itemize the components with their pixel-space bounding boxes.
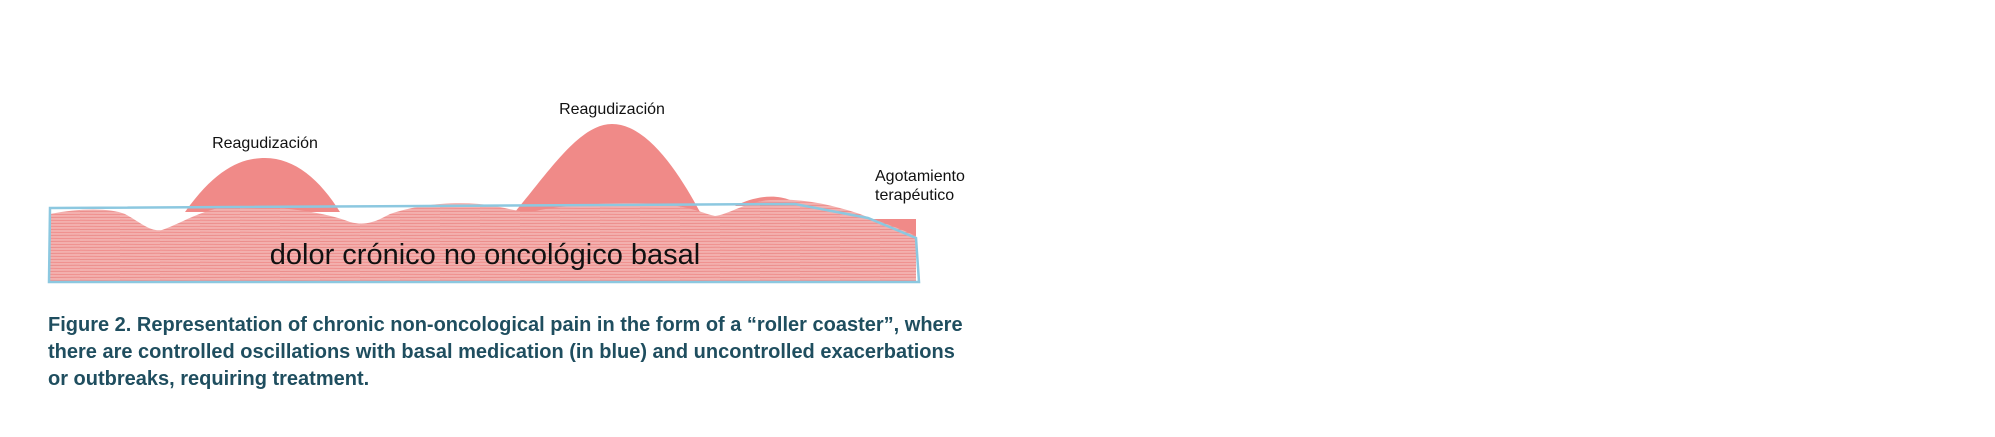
figure-caption: Figure 2. Representation of chronic non-… bbox=[48, 314, 963, 390]
exhaustion-label-line1: Agotamiento bbox=[875, 168, 965, 185]
basal-pain-wave bbox=[50, 199, 916, 282]
flare-center-peak bbox=[515, 124, 700, 212]
flare-left-label: Reagudización bbox=[212, 135, 318, 152]
exhaustion-label-line2: terapéutico bbox=[875, 187, 954, 204]
basal-medication-outline bbox=[47, 202, 921, 284]
flare-center-label: Reagudización bbox=[559, 101, 665, 118]
basal-pain-label: dolor crónico no oncológico basal bbox=[270, 239, 700, 271]
flare-left-peak bbox=[185, 158, 340, 212]
